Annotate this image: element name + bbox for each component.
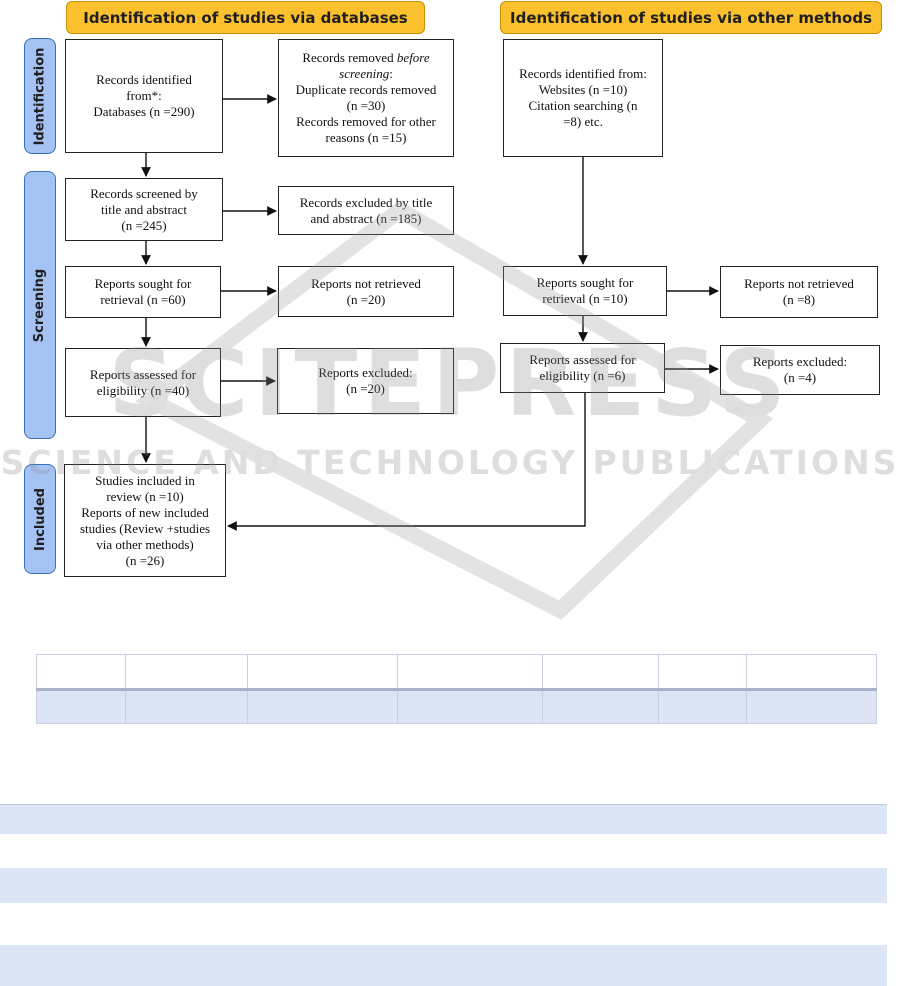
box-reports-assessed-db: Reports assessed for eligibility (n =40)	[65, 348, 221, 417]
table-row	[36, 689, 877, 724]
box-reports-not-retrieved-other: Reports not retrieved (n =8)	[720, 266, 878, 318]
box-records-excluded: Records excluded by title and abstract (…	[278, 186, 454, 235]
stage-screening: Screening	[24, 171, 56, 439]
box-studies-included: Studies included in review (n =10) Repor…	[64, 464, 226, 577]
box-records-identified-other: Records identified from: Websites (n =10…	[503, 39, 663, 157]
arrow-other-assessed-to-included	[227, 393, 586, 531]
box-reports-sought-db: Reports sought for retrieval (n =60)	[65, 266, 221, 318]
box-records-identified: Records identified from*: Databases (n =…	[65, 39, 223, 153]
box-reports-sought-other: Reports sought for retrieval (n =10)	[503, 266, 667, 316]
shaded-band	[0, 945, 887, 986]
stage-identification: Identification	[24, 38, 56, 154]
shaded-band	[0, 868, 887, 903]
box-reports-excluded-other: Reports excluded: (n =4)	[720, 345, 880, 395]
box-reports-excluded-db: Reports excluded: (n =20)	[277, 348, 454, 414]
header-databases: Identification of studies via databases	[66, 1, 425, 34]
box-records-screened: Records screened by title and abstract (…	[65, 178, 223, 241]
box-reports-assessed-other: Reports assessed for eligibility (n =6)	[500, 343, 665, 393]
box-records-removed: Records removed before screening: Duplic…	[278, 39, 454, 157]
table-header-row	[36, 654, 877, 691]
shaded-band	[0, 804, 887, 834]
box-reports-not-retrieved-db: Reports not retrieved (n =20)	[278, 266, 454, 317]
header-other-methods: Identification of studies via other meth…	[500, 1, 882, 34]
stage-included: Included	[24, 464, 56, 574]
empty-table	[36, 654, 877, 724]
